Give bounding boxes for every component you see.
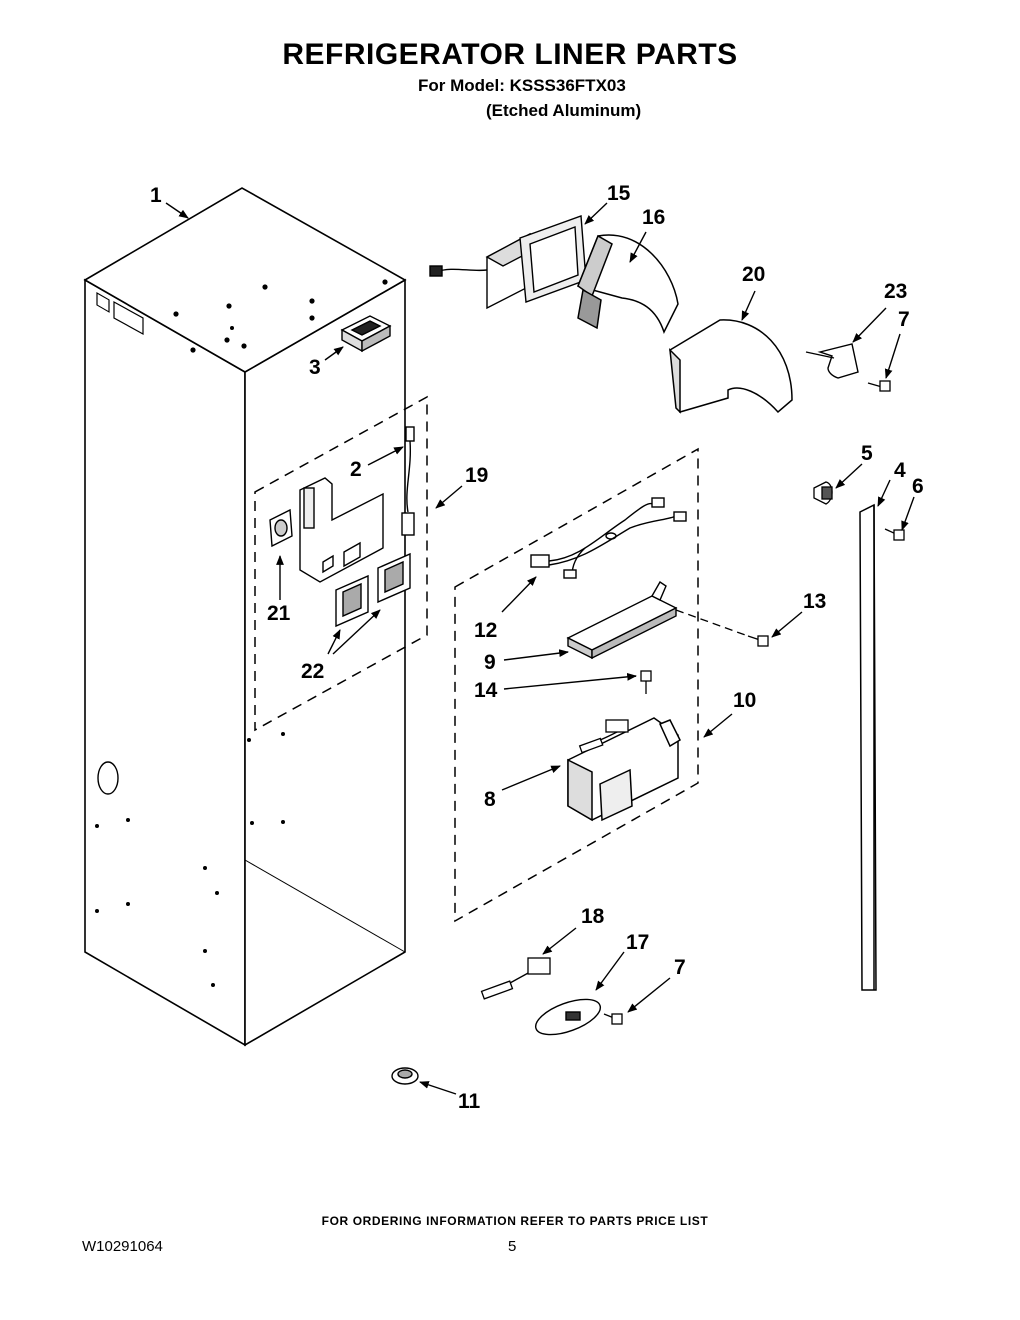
callout-21: 21 xyxy=(267,602,291,625)
screw-14 xyxy=(640,670,652,694)
clip-23 xyxy=(805,343,859,379)
callout-numbers: 1 2 3 4 5 6 7 7 8 9 10 11 12 13 14 15 16… xyxy=(150,182,924,1113)
model-line: For Model: KSSS36FTX03 xyxy=(418,76,626,95)
callout-17: 17 xyxy=(626,931,649,954)
callout-22: 22 xyxy=(301,660,324,683)
thermistor-8 xyxy=(578,719,629,754)
finish-line: (Etched Aluminum) xyxy=(486,101,642,120)
callout-5: 5 xyxy=(861,442,873,465)
grommet xyxy=(269,508,293,548)
callout-20: 20 xyxy=(742,263,765,286)
callout-4: 4 xyxy=(894,459,906,482)
shelf-rail-4 xyxy=(859,503,877,991)
callout-10: 10 xyxy=(733,689,756,712)
callout-3: 3 xyxy=(309,356,321,379)
wire-harness xyxy=(530,497,687,579)
callout-8: 8 xyxy=(484,788,496,811)
ordering-note: FOR ORDERING INFORMATION REFER TO PARTS … xyxy=(321,1214,709,1228)
clip-5 xyxy=(813,481,833,505)
cover-17 xyxy=(534,998,602,1036)
callout-16: 16 xyxy=(642,206,665,229)
callout-12: 12 xyxy=(474,619,497,642)
screw-13 xyxy=(747,635,769,647)
wire-sensor xyxy=(401,426,415,536)
group-outline-10 xyxy=(454,447,699,923)
callout-19: 19 xyxy=(465,464,488,487)
sensor-18 xyxy=(480,957,551,1000)
callout-15: 15 xyxy=(607,182,631,205)
callout-9: 9 xyxy=(484,651,496,674)
control-housing xyxy=(429,215,587,310)
callout-7-upper: 7 xyxy=(898,308,910,331)
document-number: W10291064 xyxy=(82,1238,163,1255)
screw-6 xyxy=(884,528,905,541)
screw-7-upper xyxy=(867,380,891,392)
page-title: REFRIGERATOR LINER PARTS xyxy=(282,38,738,71)
gaskets xyxy=(335,552,411,628)
callout-7-lower: 7 xyxy=(674,956,686,979)
leader-lines xyxy=(165,202,915,1095)
dispenser-cover-20 xyxy=(669,319,793,414)
callout-11: 11 xyxy=(458,1090,481,1113)
bracket-9 xyxy=(566,581,678,660)
callout-14: 14 xyxy=(474,679,498,702)
liner-cabinet xyxy=(83,187,407,1047)
callout-2: 2 xyxy=(350,458,362,481)
dispenser-housing-10 xyxy=(567,717,681,822)
screw-7-lower xyxy=(603,1013,623,1025)
callout-6: 6 xyxy=(912,475,924,498)
dashed-leader-13 xyxy=(675,609,749,637)
group-outline-19 xyxy=(254,395,428,732)
callout-13: 13 xyxy=(803,590,826,613)
dispenser-cover-16 xyxy=(576,234,679,334)
dispenser-bracket xyxy=(299,477,384,583)
callout-1: 1 xyxy=(150,184,162,207)
top-receptacle xyxy=(340,315,392,353)
callout-23: 23 xyxy=(884,280,907,303)
plug-11 xyxy=(391,1067,419,1085)
page-number: 5 xyxy=(508,1238,517,1255)
callout-18: 18 xyxy=(581,905,605,928)
